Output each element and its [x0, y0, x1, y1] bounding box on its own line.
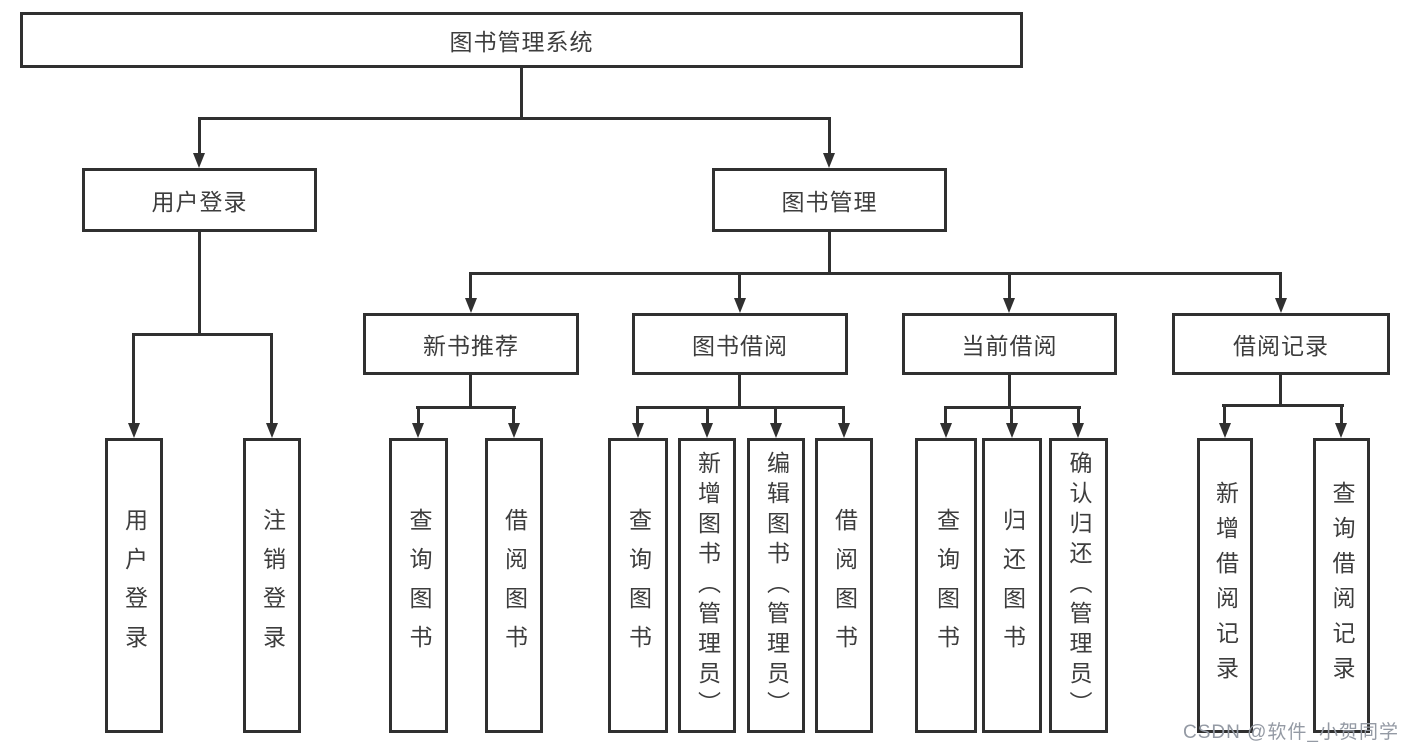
node-query-books: 查询图书	[389, 438, 448, 733]
connector-hline	[469, 272, 1282, 275]
connector-vline	[842, 406, 845, 426]
connector-vline	[1008, 374, 1011, 408]
connector-vline	[1279, 272, 1282, 302]
connector-vline	[1223, 404, 1226, 426]
arrow-down	[701, 423, 713, 438]
connector-vline	[198, 232, 201, 336]
connector-vline	[828, 117, 831, 157]
connector-vline	[469, 375, 472, 408]
node-borrow-books: 借阅图书	[815, 438, 873, 733]
node-user-login: 用户登录	[82, 168, 317, 232]
arrow-down	[1275, 298, 1287, 313]
connector-vline	[774, 406, 777, 426]
node-label: 新增图书（管理员）	[694, 450, 721, 721]
node-add-borrow-record: 新增借阅记录	[1197, 438, 1253, 733]
node-library-system: 图书管理系统	[20, 12, 1023, 68]
node-confirm-return-admin: 确认归还（管理员）	[1049, 438, 1108, 733]
connector-hline	[416, 406, 516, 409]
connector-vline	[1008, 272, 1011, 302]
connector-vline	[1010, 406, 1013, 426]
connector-vline	[738, 374, 741, 408]
node-return-books: 归还图书	[982, 438, 1042, 733]
node-add-books-admin: 新增图书（管理员）	[678, 438, 736, 733]
node-edit-books-admin: 编辑图书（管理员）	[747, 438, 805, 733]
node-label: 图书管理系统	[449, 29, 594, 55]
node-label: 编辑图书（管理员）	[763, 450, 790, 721]
arrow-down	[1219, 423, 1231, 438]
connector-vline	[270, 333, 273, 425]
connector-vline	[706, 406, 709, 426]
connector-vline	[520, 68, 523, 118]
node-label: 确认归还（管理员）	[1066, 450, 1092, 721]
arrow-down	[1006, 423, 1018, 438]
arrow-down	[412, 423, 424, 438]
connector-vline	[1077, 406, 1080, 426]
node-new-book-recommend: 新书推荐	[363, 313, 579, 375]
node-book-borrowing: 图书借阅	[632, 313, 848, 375]
connector-vline	[198, 117, 201, 157]
connector-hline	[1222, 404, 1344, 407]
connector-vline	[132, 333, 135, 425]
connector-vline	[944, 406, 947, 426]
node-label: 查询图书	[625, 507, 652, 664]
arrow-down	[940, 423, 952, 438]
node-label: 借阅图书	[831, 507, 858, 664]
connector-vline	[1340, 404, 1343, 426]
connector-vline	[738, 272, 741, 302]
node-label: 注销登录	[259, 507, 286, 664]
node-label: 新书推荐	[423, 333, 519, 359]
connector-vline	[828, 232, 831, 275]
node-borrowing-records: 借阅记录	[1172, 313, 1390, 375]
node-label: 查询图书	[933, 507, 960, 664]
node-label: 用户登录	[151, 189, 248, 215]
node-query-borrow-record: 查询借阅记录	[1313, 438, 1370, 733]
node-query-books: 查询图书	[915, 438, 977, 733]
node-label: 归还图书	[999, 507, 1026, 664]
arrow-down	[823, 153, 835, 168]
connector-vline	[469, 272, 472, 302]
node-query-books: 查询图书	[608, 438, 668, 733]
arrow-down	[465, 298, 477, 313]
node-borrow-books: 借阅图书	[485, 438, 543, 733]
node-label: 图书借阅	[692, 333, 788, 359]
connector-hline	[198, 117, 831, 120]
arrow-down	[632, 423, 644, 438]
node-label: 新增借阅记录	[1212, 480, 1239, 691]
arrow-down	[508, 423, 520, 438]
connector-vline	[417, 406, 420, 426]
connector-hline	[132, 333, 273, 336]
connector-hline	[636, 406, 845, 409]
arrow-down	[193, 153, 205, 168]
arrow-down	[128, 423, 140, 438]
arrow-down	[770, 423, 782, 438]
arrow-down	[838, 423, 850, 438]
node-label: 当前借阅	[961, 333, 1058, 359]
node-label: 借阅图书	[501, 507, 528, 664]
connector-vline	[1279, 374, 1282, 407]
arrow-down	[1335, 423, 1347, 438]
arrow-down	[1003, 298, 1015, 313]
node-label: 用户登录	[121, 507, 148, 664]
node-logout: 注销登录	[243, 438, 301, 733]
node-current-borrowing: 当前借阅	[902, 313, 1117, 375]
node-label: 查询借阅记录	[1329, 480, 1355, 691]
node-book-management: 图书管理	[712, 168, 947, 232]
connector-vline	[512, 406, 515, 426]
arrow-down	[266, 423, 278, 438]
watermark: CSDN @软件_小贺同学	[1183, 722, 1399, 743]
node-label: 借阅记录	[1233, 333, 1329, 359]
node-user-login-leaf: 用户登录	[105, 438, 163, 733]
connector-vline	[636, 406, 639, 426]
node-label: 查询图书	[406, 507, 432, 664]
arrow-down	[1072, 423, 1084, 438]
node-label: 图书管理	[781, 189, 878, 215]
arrow-down	[734, 298, 746, 313]
